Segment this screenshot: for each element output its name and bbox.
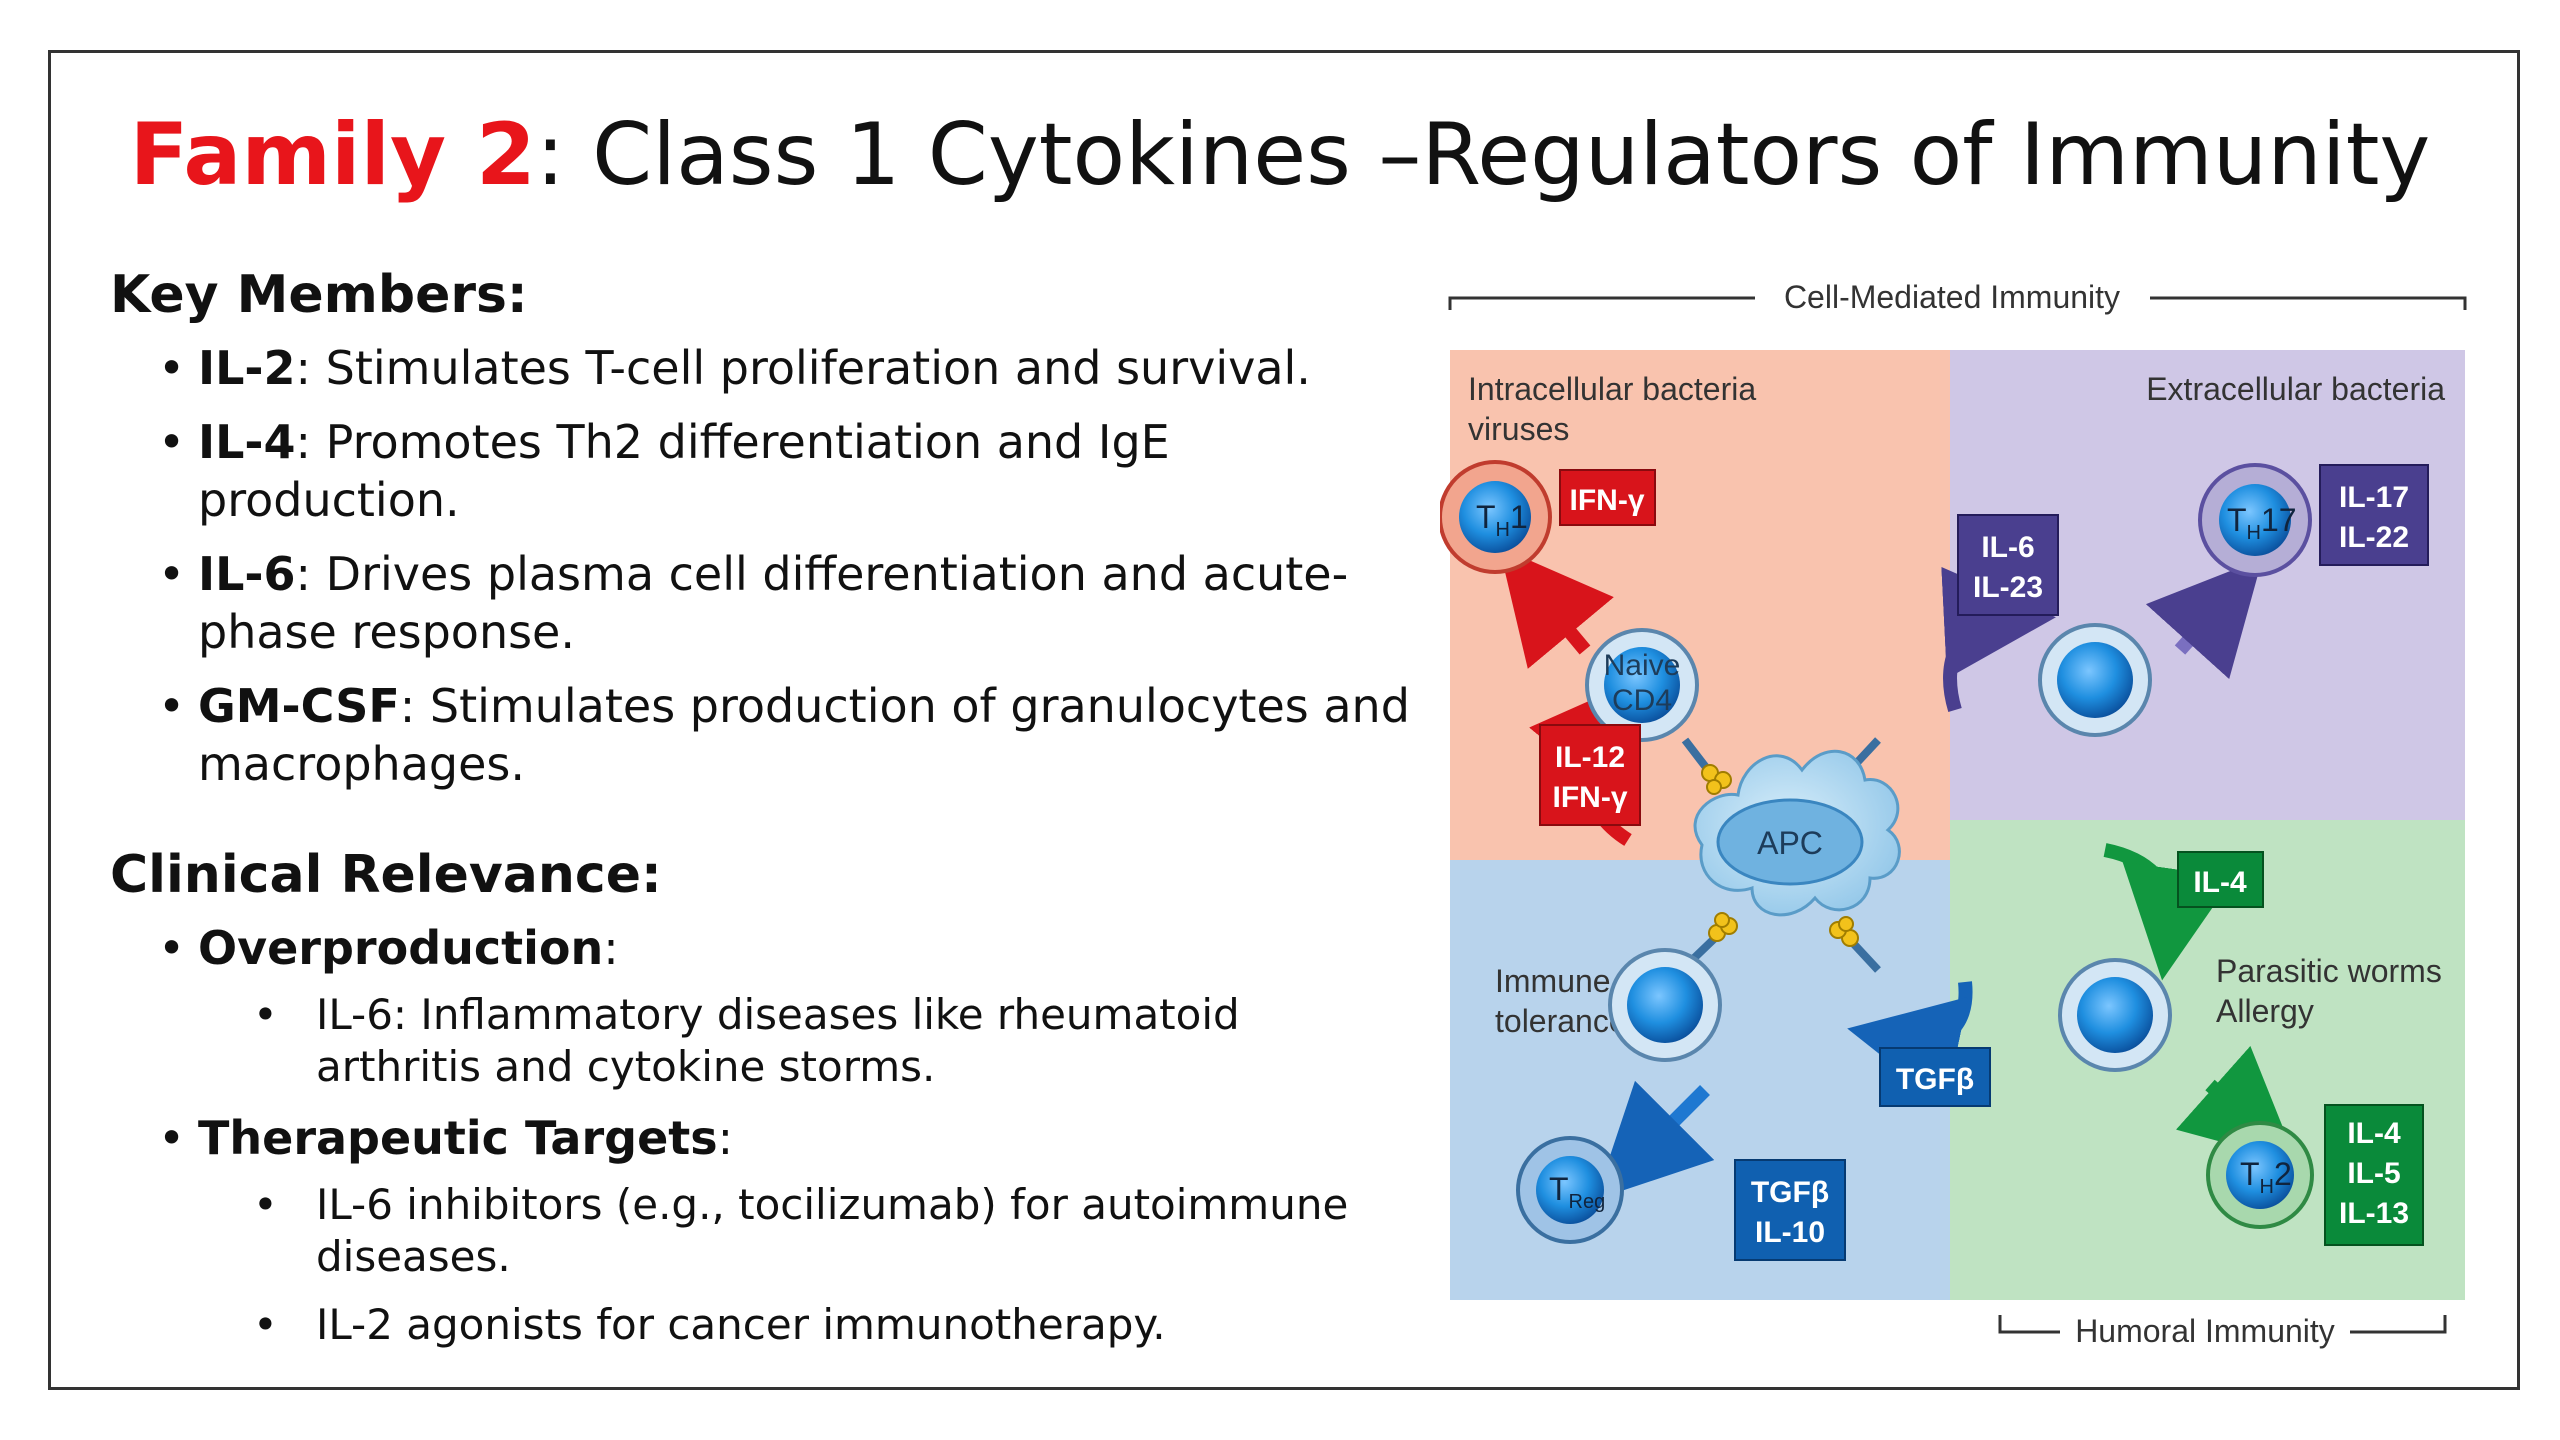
th17-subscript: 17: [2261, 502, 2297, 538]
member-name: GM-CSF: [198, 679, 400, 733]
cell-mediated-bracket: [1448, 296, 2467, 310]
cytokine-box-ifng: IFN-γ: [1559, 469, 1656, 526]
naive-cd4-nucleus: [1604, 647, 1680, 723]
list-item: IL-2: Stimulates T-cell proliferation an…: [110, 339, 1410, 397]
cytokine-label: IL-10: [1755, 1216, 1825, 1249]
cytokine-label: IFN-γ: [1553, 781, 1628, 814]
clinical-list: Overproduction: IL-6: Inflammatory disea…: [110, 919, 1410, 1351]
list-item: IL-6: Drives plasma cell differentiation…: [110, 545, 1410, 661]
immunity-diagram: Cell-Mediated Immunity Intracellular bac…: [1440, 270, 2480, 1360]
cytokine-box-tgfb: TGFβ: [1879, 1047, 1991, 1107]
immunity-diagram-svg: Cell-Mediated Immunity Intracellular bac…: [1440, 279, 2467, 1349]
apc-nucleus: [1716, 798, 1864, 886]
key-members-heading: Key Members:: [110, 265, 528, 325]
cytokine-label: IL-6: [1981, 531, 2034, 564]
arrow-th1: [1499, 546, 1614, 669]
t-cell-nucleus: [2077, 977, 2153, 1053]
quadrant-label: Immune: [1495, 963, 1611, 999]
colon: :: [603, 921, 619, 975]
clinical-heading: Clinical Relevance:: [110, 845, 662, 905]
member-name: IL-6: [198, 547, 296, 601]
member-desc: : Stimulates production of granulocytes …: [198, 679, 1410, 791]
quadrant-label: Parasitic worms: [2216, 953, 2442, 989]
colon: :: [717, 1111, 734, 1165]
humoral-bracket: [1998, 1315, 2447, 1334]
th1-subscript: 1: [1510, 499, 1528, 535]
cytokine-label: IL-4: [2193, 866, 2247, 899]
arrow-tgfb: [1847, 981, 1973, 1107]
th2-nucleus: [2226, 1141, 2294, 1209]
overproduction-label: Overproduction: [198, 921, 604, 975]
naive-label: Naive: [1604, 649, 1681, 682]
cytokine-label: IL-12: [1555, 741, 1625, 774]
cytokine-box-il4-5-13: IL-4 IL-5 IL-13: [2324, 1104, 2424, 1246]
treg-nucleus: [1536, 1156, 1604, 1224]
cytokine-label: IL-13: [2339, 1197, 2409, 1230]
therapeutic-label: Therapeutic Targets: [198, 1111, 718, 1165]
title-highlight: Family 2: [129, 105, 536, 205]
apc-label: APC: [1757, 825, 1823, 861]
member-desc: : Promotes Th2 differentiation and IgE p…: [198, 415, 1170, 527]
th17-nucleus: [2219, 484, 2291, 556]
humoral-label: Humoral Immunity: [2075, 1313, 2335, 1349]
member-name: IL-2: [198, 341, 296, 395]
quadrant-tolerance: [1450, 860, 1950, 1300]
cytokine-box-tgfb-il10: TGFβ IL-10: [1734, 1159, 1846, 1261]
th17-label: TH17: [2227, 502, 2297, 544]
t-cell-nucleus: [1627, 967, 1703, 1043]
cytokine-box-il6: IL-6 IL-23: [1957, 514, 2059, 616]
naive-label: CD4: [1612, 684, 1672, 717]
arrow-th2: [2175, 1045, 2297, 1163]
arrow-treg: [1595, 1080, 1715, 1200]
quadrant-label: Intracellular bacteria: [1468, 371, 1756, 407]
cytokine-label: IL-23: [1973, 571, 2043, 604]
cell-mediated-label: Cell-Mediated Immunity: [1784, 279, 2120, 315]
member-desc: : Stimulates T-cell proliferation and su…: [295, 341, 1311, 395]
member-name: IL-4: [198, 415, 296, 469]
list-item: GM-CSF: Stimulates production of granulo…: [110, 677, 1410, 793]
th2-subscript: 2: [2274, 1156, 2292, 1192]
cytokine-label: IL-22: [2339, 521, 2409, 554]
cytokine-label: IL-5: [2347, 1157, 2400, 1190]
th1-nucleus: [1459, 481, 1531, 553]
key-members-list: IL-2: Stimulates T-cell proliferation an…: [110, 339, 1410, 793]
cytokine-box-il17: IL-17 IL-22: [2319, 464, 2429, 566]
quadrant-label: viruses: [1468, 411, 1569, 447]
overproduction-sublist: IL-6: Inflammatory diseases like rheumat…: [198, 989, 1410, 1093]
cytokine-label: IL-4: [2347, 1117, 2401, 1150]
cytokine-label: TGFβ: [1751, 1176, 1829, 1209]
cytokine-box-il12: IL-12 IFN-γ: [1539, 724, 1641, 826]
cytokine-label: IL-17: [2339, 481, 2409, 514]
list-item: IL-4: Promotes Th2 differentiation and I…: [110, 413, 1410, 529]
sub-list-item: IL-2 agonists for cancer immunotherapy.: [198, 1299, 1410, 1351]
sub-list-item: IL-6: Inflammatory diseases like rheumat…: [198, 989, 1410, 1093]
quadrant-label: tolerance: [1495, 1003, 1627, 1039]
slide-frame: [48, 50, 2520, 1390]
list-item: Overproduction: IL-6: Inflammatory disea…: [110, 919, 1410, 1093]
title-rest: : Class 1 Cytokines –Regulators of Immun…: [535, 105, 2431, 205]
cytokine-label: TGFβ: [1896, 1063, 1974, 1096]
text-column: Key Members: IL-2: Stimulates T-cell pro…: [110, 265, 1410, 1367]
quadrant-label: Allergy: [2216, 993, 2314, 1029]
slide-title: Family 2: Class 1 Cytokines –Regulators …: [0, 105, 2560, 205]
arrow-il4: [2103, 843, 2234, 981]
cytokine-label: IFN-γ: [1570, 484, 1645, 517]
member-desc: : Drives plasma cell differentiation and…: [198, 547, 1349, 659]
arrow-th17: [2145, 558, 2263, 680]
t-cell-nucleus: [2057, 642, 2133, 718]
cytokine-box-il4: IL-4: [2177, 851, 2264, 908]
therapeutic-sublist: IL-6 inhibitors (e.g., tocilizumab) for …: [198, 1179, 1410, 1351]
treg-subscript: Reg: [1569, 1191, 1606, 1213]
quadrant-label: Extracellular bacteria: [2146, 371, 2445, 407]
sub-list-item: IL-6 inhibitors (e.g., tocilizumab) for …: [198, 1179, 1410, 1283]
list-item: Therapeutic Targets: IL-6 inhibitors (e.…: [110, 1109, 1410, 1351]
arrow-il6: [1941, 566, 2056, 713]
